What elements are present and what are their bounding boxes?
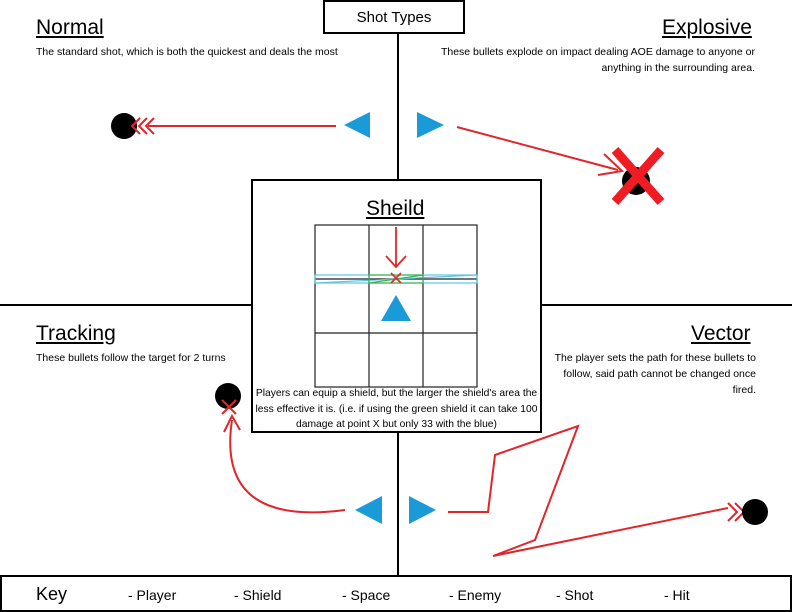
explosive-shot-line xyxy=(456,126,619,171)
normal-player-icon xyxy=(344,112,370,138)
shield-heading: Sheild xyxy=(366,197,425,220)
key-item-enemy: - Enemy xyxy=(449,587,502,603)
shield-panel xyxy=(251,179,542,433)
key-item-shield: - Shield xyxy=(234,587,282,603)
tracking-player-icon xyxy=(355,496,382,524)
normal-description: The standard shot, which is both the qui… xyxy=(36,46,338,58)
normal-heading: Normal xyxy=(36,16,104,39)
tracking-description: These bullets follow the target for 2 tu… xyxy=(36,352,226,364)
shield-green xyxy=(368,274,424,284)
key-item-shot: - Shot xyxy=(556,587,594,603)
vector-description: The player sets the path for these bulle… xyxy=(554,352,756,396)
vector-shot-path xyxy=(448,424,729,557)
key-label: Key xyxy=(36,584,68,604)
tracking-shot-arrowhead-icon xyxy=(223,413,241,433)
shield-grid xyxy=(314,224,478,388)
key-item-space: - Space xyxy=(342,587,391,603)
shield-hit-icon xyxy=(390,272,402,284)
explosive-hit-icon xyxy=(611,147,665,205)
tracking-heading: Tracking xyxy=(36,322,116,345)
diagram-title: Shot Types xyxy=(323,0,465,34)
normal-shot-fletching-icon xyxy=(130,117,155,135)
vector-heading: Vector xyxy=(691,322,751,345)
shield-shot-arrowhead-icon xyxy=(385,255,407,269)
tracking-shot-path xyxy=(229,419,346,514)
explosive-shot-arrowhead-icon xyxy=(597,153,625,176)
diagram-title-text: Shot Types xyxy=(356,8,432,26)
explosive-description: These bullets explode on impact dealing … xyxy=(440,46,755,74)
explosive-heading: Explosive xyxy=(662,16,752,39)
shield-description: Players can equip a shield, but the larg… xyxy=(255,388,538,430)
tracking-hit-icon xyxy=(221,399,237,415)
explosive-player-icon xyxy=(417,112,444,138)
normal-enemy-icon xyxy=(111,113,137,139)
vector-enemy-icon xyxy=(742,499,768,525)
key-panel xyxy=(0,575,792,612)
key-item-player: - Player xyxy=(128,587,177,603)
vector-shot-fletching-icon xyxy=(727,502,746,522)
key-item-hit: - Hit xyxy=(664,587,690,603)
shield-player-icon xyxy=(381,295,411,321)
vector-player-icon xyxy=(409,496,436,524)
